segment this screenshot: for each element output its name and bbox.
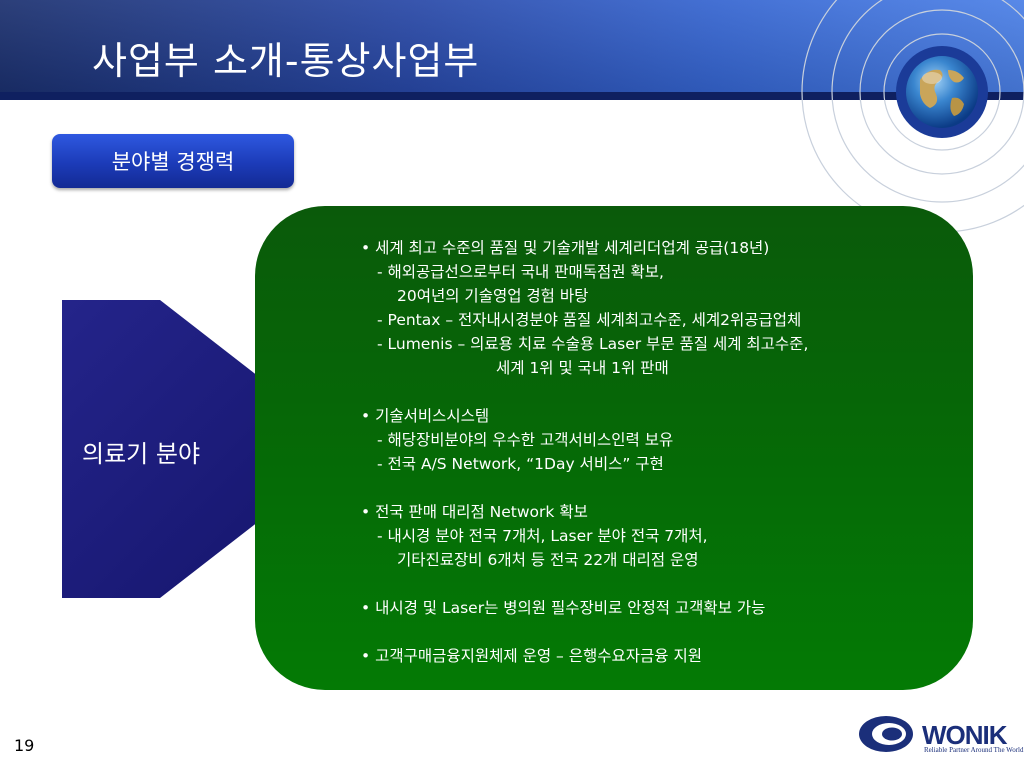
- slide-title: 사업부 소개-통상사업부: [92, 39, 480, 83]
- wonik-logo-icon: [859, 716, 913, 752]
- bullet-item: • 전국 판매 대리점 Network 확보: [361, 503, 588, 521]
- spacer: [361, 476, 961, 500]
- globe-rings-decoration: [801, 0, 1024, 233]
- header-band: [0, 92, 1024, 100]
- bullet-item: • 세계 최고 수준의 품질 및 기술개발 세계리더업계 공급(18년): [361, 239, 770, 257]
- logo-wordmark: WONIK: [922, 720, 1008, 750]
- header-shade: [0, 0, 1024, 98]
- category-label: 분야별 경쟁력: [52, 134, 294, 188]
- section-arrow: [62, 300, 352, 598]
- bullet-item: • 내시경 및 Laser는 병의원 필수장비로 안정적 고객확보 가능: [361, 599, 766, 617]
- section-label: 의료기 분야: [82, 440, 201, 468]
- sub-item: - 해당장비분야의 우수한 고객서비스인력 보유: [377, 431, 674, 449]
- globe-icon: [906, 56, 978, 128]
- bullet-item: • 고객구매금융지원체제 운영 – 은행수요자금융 지원: [361, 647, 702, 665]
- spacer: [361, 572, 961, 596]
- bullet-item: • 기술서비스시스템: [361, 407, 490, 425]
- sub-item: - 해외공급선으로부터 국내 판매독점권 확보,: [377, 263, 664, 281]
- sub-item: - Lumenis – 의료용 치료 수술용 Laser 부문 품질 세계 최고…: [377, 335, 809, 353]
- sub-item: - 내시경 분야 전국 7개처, Laser 분야 전국 7개처,: [377, 527, 708, 545]
- spacer: [361, 380, 961, 404]
- sub-item-continued: 기타진료장비 6개처 등 전국 22개 대리점 운영: [397, 551, 699, 569]
- sub-item-continued: 20여년의 기술영업 경험 바탕: [397, 287, 589, 305]
- page-number: 19: [14, 736, 35, 755]
- content-panel: [255, 206, 973, 690]
- sub-item: - Pentax – 전자내시경분야 품질 세계최고수준, 세계2위공급업체: [377, 311, 802, 329]
- content-list: • 세계 최고 수준의 품질 및 기술개발 세계리더업계 공급(18년) - 해…: [361, 236, 961, 668]
- sub-item-continued: 세계 1위 및 국내 1위 판매: [496, 359, 669, 377]
- spacer: [361, 620, 961, 644]
- logo-tagline: Reliable Partner Around The World: [924, 746, 1024, 754]
- sub-item: - 전국 A/S Network, “1Day 서비스” 구현: [377, 455, 664, 473]
- header-bar: [0, 0, 1024, 98]
